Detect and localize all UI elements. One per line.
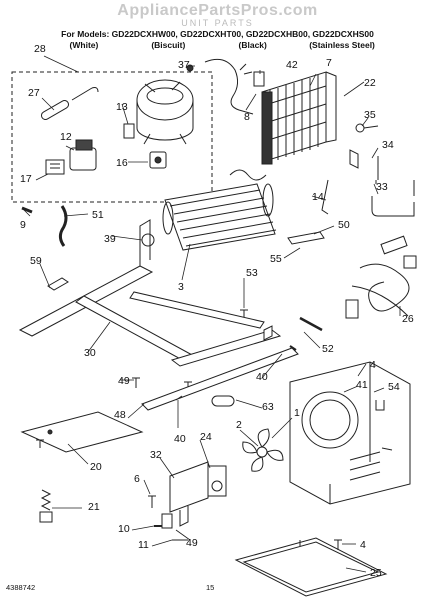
variant-biscuit: (Biscuit)	[151, 40, 186, 50]
base-frame	[18, 219, 282, 367]
callout-40: 40	[256, 371, 268, 383]
compressor	[136, 79, 194, 145]
front-rail	[141, 347, 299, 411]
callout-34: 34	[382, 139, 394, 151]
callout-25: 25	[370, 567, 382, 579]
clip	[349, 149, 359, 169]
access-cover	[20, 411, 144, 453]
callout-40: 40	[174, 433, 186, 445]
document-number: 4388742	[6, 583, 36, 592]
condenser	[261, 71, 337, 165]
callout-63: 63	[262, 401, 274, 413]
wiring-harness	[345, 235, 417, 319]
bracket	[287, 231, 325, 245]
callout-8: 8	[244, 111, 250, 123]
screw	[186, 64, 194, 72]
drain-pan	[234, 537, 388, 597]
diagram-title: UNIT PARTS	[181, 18, 254, 28]
callout-4: 4	[370, 359, 376, 371]
screw	[132, 377, 140, 388]
callout-4: 4	[360, 539, 366, 551]
drain-plug	[21, 206, 33, 214]
callout-10: 10	[118, 523, 130, 535]
start-relay	[69, 139, 97, 171]
spring	[40, 489, 52, 511]
leader-lines	[23, 55, 401, 573]
screw	[334, 539, 342, 550]
callout-49: 49	[118, 375, 130, 387]
callout-52: 52	[322, 343, 334, 355]
callout-50: 50	[338, 219, 350, 231]
models-line: For Models: GD22DCXHW00, GD22DCXHT00, GD…	[61, 29, 374, 39]
callout-12: 12	[60, 131, 72, 143]
callout-13: 13	[116, 101, 128, 113]
callout-16: 16	[116, 157, 128, 169]
callout-49: 49	[186, 537, 198, 549]
motor-bracket	[169, 461, 209, 513]
overload-protector	[149, 151, 167, 169]
variants-line: (White) (Biscuit) (Black) (Stainless Ste…	[0, 40, 435, 50]
capacitor	[40, 87, 99, 120]
callout-1: 1	[294, 407, 300, 419]
fan-shroud	[289, 361, 411, 505]
watermark: AppliancePartsPros.com	[117, 2, 318, 19]
callout-9: 9	[20, 219, 26, 231]
callout-14: 14	[312, 191, 324, 203]
variant-white: (White)	[69, 40, 99, 50]
evaporator	[162, 169, 277, 251]
overload-clip	[123, 123, 135, 139]
relay-cover	[45, 159, 65, 175]
callout-6: 6	[134, 473, 140, 485]
grommet	[141, 233, 155, 247]
callout-30: 30	[84, 347, 96, 359]
drain-tube	[58, 205, 68, 247]
callout-59: 59	[30, 255, 42, 267]
callout-27: 27	[28, 87, 40, 99]
callout-41: 41	[356, 379, 368, 391]
screw	[289, 345, 297, 351]
suction-tube	[204, 58, 254, 115]
callout-2: 2	[236, 419, 242, 431]
callout-17: 17	[20, 173, 32, 185]
callout-21: 21	[88, 501, 100, 513]
callout-35: 35	[364, 109, 376, 121]
callout-7: 7	[326, 57, 332, 69]
callout-33: 33	[376, 181, 388, 193]
callout-32: 32	[150, 449, 162, 461]
compressor-group-box	[11, 71, 213, 203]
clip	[375, 400, 385, 411]
variant-black: (Black)	[238, 40, 267, 50]
callout-55: 55	[270, 253, 282, 265]
callout-39: 39	[104, 233, 116, 245]
callout-28: 28	[34, 43, 46, 55]
tie-down	[321, 179, 329, 215]
condenser-fan-blade	[242, 428, 284, 472]
page-number: 15	[206, 583, 215, 592]
callout-54: 54	[388, 381, 400, 393]
callout-53: 53	[246, 267, 258, 279]
tube-clip	[239, 63, 253, 75]
variant-stainless: (Stainless Steel)	[309, 40, 375, 50]
tube	[299, 316, 323, 332]
callout-37: 37	[178, 59, 190, 71]
callout-48: 48	[114, 409, 126, 421]
callout-51: 51	[92, 209, 104, 221]
clip	[161, 513, 173, 529]
callout-11: 11	[138, 539, 149, 551]
callout-3: 3	[178, 281, 184, 293]
callout-24: 24	[200, 431, 212, 443]
callout-20: 20	[90, 461, 102, 473]
condenser-clip	[253, 71, 265, 87]
frame-bracket	[371, 196, 415, 217]
callout-42: 42	[286, 59, 298, 71]
screw	[148, 495, 156, 508]
fan-motor	[207, 465, 227, 497]
callout-22: 22	[364, 77, 376, 89]
callout-26: 26	[402, 313, 414, 325]
drier	[211, 395, 235, 407]
